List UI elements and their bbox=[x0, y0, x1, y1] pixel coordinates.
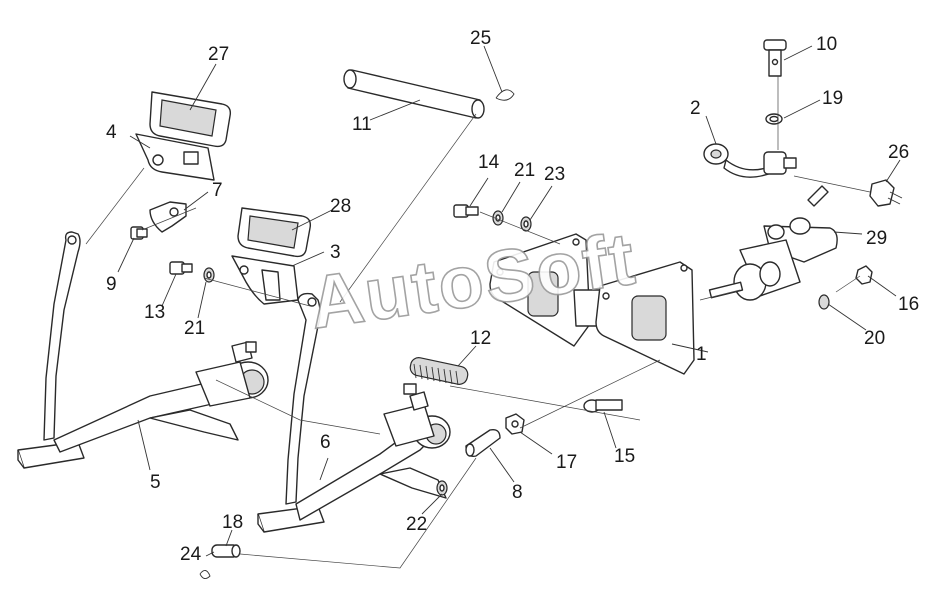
seal-ring-19 bbox=[765, 113, 783, 125]
callout-28: 28 bbox=[330, 196, 351, 217]
callout-5: 5 bbox=[150, 472, 161, 493]
callout-1: 1 bbox=[696, 344, 707, 365]
pedal-pad-4 bbox=[135, 133, 215, 181]
washer-23 bbox=[520, 216, 532, 232]
callout-10: 10 bbox=[816, 34, 837, 55]
callout-22: 22 bbox=[406, 514, 427, 535]
callout-7: 7 bbox=[212, 180, 223, 201]
callout-9: 9 bbox=[106, 274, 117, 295]
callout-2: 2 bbox=[690, 98, 701, 119]
callout-27: 27 bbox=[208, 44, 229, 65]
nut-17 bbox=[505, 413, 525, 435]
pedal-bracket-1 bbox=[489, 233, 695, 375]
leader-lines bbox=[117, 45, 901, 557]
pin-8 bbox=[465, 428, 501, 457]
callout-18: 18 bbox=[222, 512, 243, 533]
callout-11: 11 bbox=[352, 114, 372, 135]
callout-24: 24 bbox=[180, 544, 202, 565]
callout-20: 20 bbox=[864, 328, 885, 349]
washer-21-right bbox=[492, 210, 504, 226]
pedal-axle-11 bbox=[343, 69, 485, 119]
callout-3: 3 bbox=[330, 242, 341, 263]
brake-pedal-6 bbox=[257, 292, 451, 533]
spring-12 bbox=[409, 357, 469, 386]
bolt-14 bbox=[453, 204, 479, 218]
bolt-13 bbox=[169, 261, 193, 275]
brake-hose-2 bbox=[703, 143, 797, 178]
callout-6: 6 bbox=[320, 432, 331, 453]
callout-16: 16 bbox=[898, 294, 919, 315]
nut-16 bbox=[855, 265, 873, 285]
callout-8: 8 bbox=[512, 482, 523, 503]
callout-15: 15 bbox=[614, 446, 635, 467]
callout-23: 23 bbox=[544, 164, 565, 185]
callout-13: 13 bbox=[144, 302, 165, 323]
clip-25 bbox=[495, 89, 515, 101]
callout-14: 14 bbox=[478, 152, 500, 173]
callout-12: 12 bbox=[470, 328, 491, 349]
callout-labels: 1 2 3 4 5 6 7 8 9 10 11 12 13 14 15 16 1… bbox=[106, 28, 919, 565]
master-cylinder-29 bbox=[708, 185, 838, 301]
assembly-lines bbox=[85, 76, 871, 569]
pedal-pad-cover-27 bbox=[149, 91, 232, 148]
clutch-pedal-5 bbox=[17, 231, 269, 469]
washer-20 bbox=[818, 294, 830, 310]
callout-4: 4 bbox=[106, 122, 117, 143]
callout-17: 17 bbox=[556, 452, 577, 473]
connector-26 bbox=[869, 179, 903, 207]
callout-26: 26 bbox=[888, 142, 909, 163]
bolt-9 bbox=[130, 226, 148, 240]
callout-21-right: 21 bbox=[514, 160, 535, 181]
washer-22 bbox=[436, 480, 448, 496]
bolt-15 bbox=[583, 399, 623, 413]
callout-25: 25 bbox=[470, 28, 491, 49]
banjo-bolt-10 bbox=[763, 39, 787, 77]
callout-29: 29 bbox=[866, 228, 887, 249]
callout-19: 19 bbox=[822, 88, 843, 109]
pedal-pad-cover-28 bbox=[237, 207, 312, 258]
pedal-pad-3 bbox=[231, 255, 299, 305]
bracket-7 bbox=[149, 201, 187, 233]
callout-21-left: 21 bbox=[184, 318, 205, 339]
pin-18 bbox=[211, 544, 241, 558]
clip-24 bbox=[199, 570, 211, 579]
